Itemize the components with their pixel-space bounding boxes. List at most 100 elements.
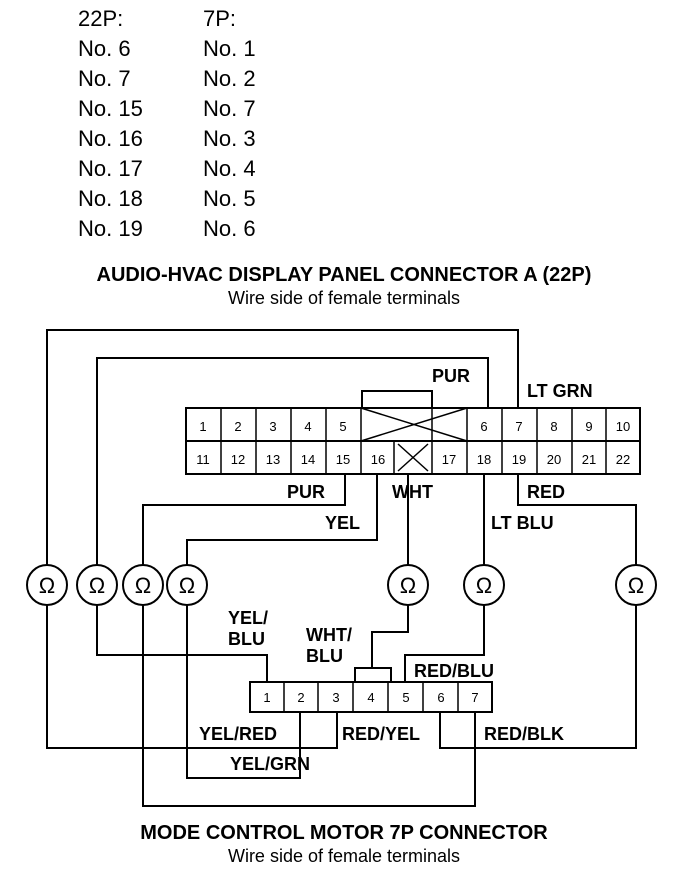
- connector-b-cell-dividers: [283, 682, 459, 712]
- pin-7p: No. 6: [203, 216, 256, 241]
- connector-a-cell-dividers: [220, 408, 607, 474]
- wire-label-yel: YEL: [325, 513, 360, 533]
- pin-label: 7: [515, 419, 522, 434]
- svg-text:Ω: Ω: [476, 573, 492, 598]
- pin-22p: No. 19: [78, 216, 143, 241]
- wire-yel-blu: [96, 605, 268, 682]
- ohmmeter-icon: Ω: [387, 564, 429, 606]
- pin-label: 8: [550, 419, 557, 434]
- connector-a: 1 2 3 4 5 6 7 8 9 10 11 12 13 14 15 16 1…: [185, 390, 641, 475]
- table-header-row: 22P: 7P:: [78, 4, 323, 34]
- svg-text:Ω: Ω: [628, 573, 644, 598]
- connector-a-blanks: [360, 407, 468, 472]
- wire-labels: PUR LT GRN PUR WHT RED YEL LT BLU YEL/ B…: [199, 366, 593, 774]
- wire-label-wht-blu: BLU: [306, 646, 343, 666]
- wire-yel-grn: [186, 605, 301, 779]
- pin-label: 10: [616, 419, 630, 434]
- wire-label-wht-blu: WHT/: [306, 625, 352, 645]
- table-row: No. 16 No. 3: [78, 124, 323, 154]
- pin-7p: No. 3: [203, 126, 256, 151]
- table-row: No. 7 No. 2: [78, 64, 323, 94]
- pin-label: 22: [616, 452, 630, 467]
- svg-text:Ω: Ω: [179, 573, 195, 598]
- pin-22p: No. 16: [78, 126, 143, 151]
- ohmmeter-icon: Ω: [26, 564, 68, 606]
- pin-label: 6: [480, 419, 487, 434]
- connector-a-latch: [361, 390, 433, 409]
- pin-label: 2: [297, 690, 304, 705]
- wire-pur-bottom: [142, 474, 346, 565]
- pin-label: 9: [585, 419, 592, 434]
- ohmmeter-icon: Ω: [463, 564, 505, 606]
- pin-7p: No. 1: [203, 36, 256, 61]
- wire-pur-top: [96, 357, 489, 565]
- pin-22p: No. 17: [78, 156, 143, 181]
- pin-label: 4: [367, 690, 374, 705]
- table-row: No. 6 No. 1: [78, 34, 323, 64]
- pin-label: 5: [339, 419, 346, 434]
- pin-label: 7: [471, 690, 478, 705]
- svg-text:Ω: Ω: [39, 573, 55, 598]
- pin-label: 21: [582, 452, 596, 467]
- pin-label: 20: [547, 452, 561, 467]
- connector-b-latch: [354, 667, 392, 683]
- pin-22p: No. 7: [78, 66, 131, 91]
- pin-label: 1: [199, 419, 206, 434]
- wire-label-red-yel: RED/YEL: [342, 724, 420, 744]
- wire-label-yel-blu: BLU: [228, 629, 265, 649]
- ohmmeter-icon: Ω: [76, 564, 118, 606]
- pin-22p: No. 15: [78, 96, 143, 121]
- table-row: No. 17 No. 4: [78, 154, 323, 184]
- wire-label-wht: WHT: [392, 482, 433, 502]
- svg-text:Ω: Ω: [400, 573, 416, 598]
- wire-label-red-blu: RED/BLU: [414, 661, 494, 681]
- wire-yel: [186, 474, 378, 565]
- wire-label-yel-red: YEL/RED: [199, 724, 277, 744]
- pin-label: 15: [336, 452, 350, 467]
- connector-b: 1 2 3 4 5 6 7: [249, 667, 493, 713]
- connector-a-pin-labels: 1 2 3 4 5 6 7 8 9 10 11 12 13 14 15 16 1…: [196, 419, 630, 467]
- header-22p: 22P:: [78, 6, 124, 31]
- pin-7p: No. 7: [203, 96, 256, 121]
- pin-label: 5: [402, 690, 409, 705]
- wire-label-red: RED: [527, 482, 565, 502]
- svg-text:Ω: Ω: [89, 573, 105, 598]
- wire-red-blu: [404, 605, 485, 682]
- pin-label: 4: [304, 419, 311, 434]
- pin-7p: No. 4: [203, 156, 256, 181]
- pin-label: 14: [301, 452, 315, 467]
- table-row: No. 15 No. 7: [78, 94, 323, 124]
- pin-22p: No. 6: [78, 36, 131, 61]
- connector-b-title: MODE CONTROL MOTOR 7P CONNECTOR: [140, 822, 548, 844]
- pin-label: 3: [269, 419, 276, 434]
- connector-a-title: AUDIO-HVAC DISPLAY PANEL CONNECTOR A (22…: [96, 264, 592, 286]
- table-row: No. 18 No. 5: [78, 184, 323, 214]
- pin-label: 18: [477, 452, 491, 467]
- pin-label: 17: [442, 452, 456, 467]
- wire-wht-blu: [371, 605, 409, 668]
- wire-label-pur-bottom: PUR: [287, 482, 325, 502]
- wire-label-yel-grn: YEL/GRN: [230, 754, 310, 774]
- pin-label: 11: [196, 452, 210, 467]
- pin-label: 3: [332, 690, 339, 705]
- wire-red-blk: [142, 605, 476, 807]
- wire-label-yel-blu: YEL/: [228, 608, 268, 628]
- connector-b-pin-labels: 1 2 3 4 5 6 7: [263, 690, 478, 705]
- wires: [46, 329, 637, 807]
- pin-7p: No. 5: [203, 186, 256, 211]
- pin-correspondence-table: 22P: 7P: No. 6 No. 1 No. 7 No. 2 No. 15 …: [78, 4, 323, 244]
- pin-label: 16: [371, 452, 385, 467]
- pin-22p: No. 18: [78, 186, 143, 211]
- wire-label-lt-grn: LT GRN: [527, 381, 593, 401]
- pin-7p: No. 2: [203, 66, 256, 91]
- pin-label: 6: [437, 690, 444, 705]
- wire-label-pur-top: PUR: [432, 366, 470, 386]
- wire-label-red-blk: RED/BLK: [484, 724, 564, 744]
- pin-label: 13: [266, 452, 280, 467]
- pin-label: 2: [234, 419, 241, 434]
- wire-label-lt-blu: LT BLU: [491, 513, 554, 533]
- connector-b-subtitle: Wire side of female terminals: [227, 846, 461, 866]
- ohmmeters: Ω Ω Ω Ω Ω Ω Ω: [26, 564, 657, 606]
- pin-label: 19: [512, 452, 526, 467]
- ohmmeter-icon: Ω: [122, 564, 164, 606]
